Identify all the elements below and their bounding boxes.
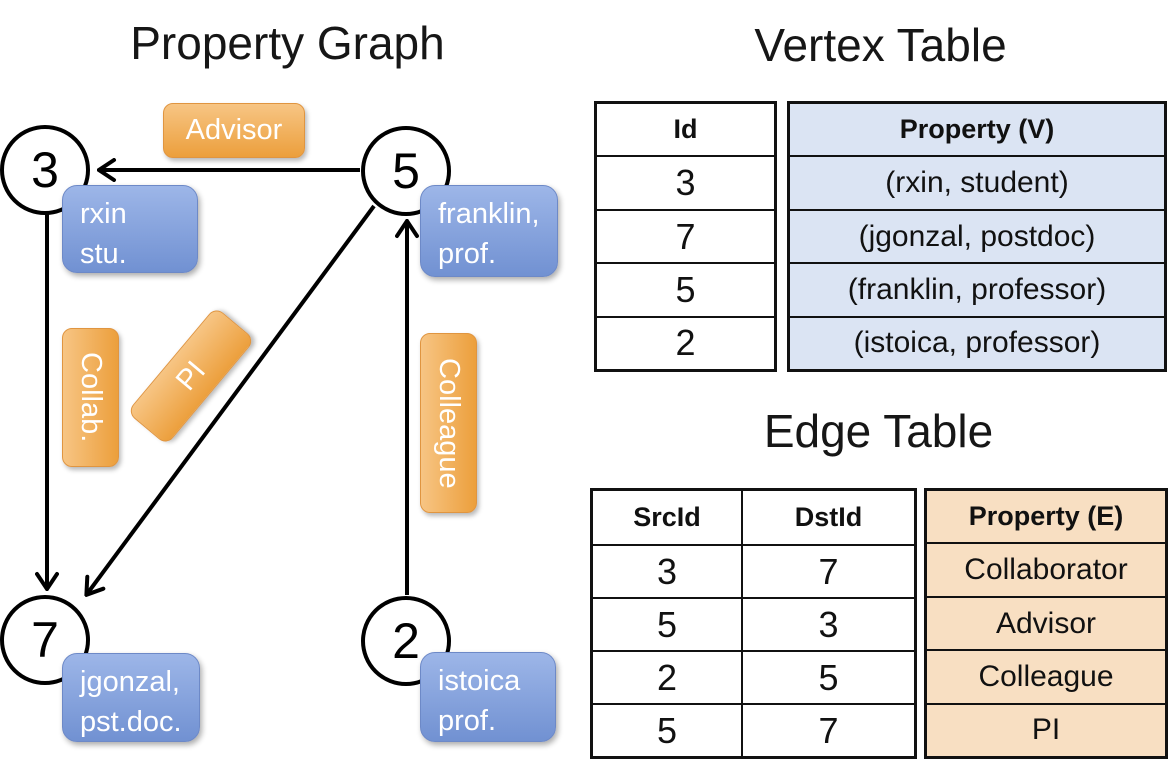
edge-property-cell: Collaborator [927,542,1165,595]
vertex-table-header-id: Id [673,114,698,145]
vertex-table-id-column: Id 3 7 5 2 [594,101,777,372]
node-label-franklin: franklin, prof. [420,185,558,277]
edge-table-id-columns: SrcId DstId 3 7 5 3 2 5 5 7 [590,488,917,759]
edge-table-header-srcid: SrcId [633,502,701,532]
edge-src-cell: 2 [593,650,741,703]
graph-node-5: 5 [361,126,451,216]
graph-edges-layer [0,0,580,760]
edge-property-cell: PI [927,702,1165,756]
node-label-line: prof. [438,238,497,270]
vertex-table-header-property: Property (V) [899,114,1055,145]
node-label-line: franklin, [438,198,540,230]
vertex-table-property-column: Property (V) (rxin, student) (jgonzal, p… [787,101,1167,372]
node-label-istoica: istoica prof. [420,652,556,742]
edge-dst-cell: 3 [741,597,914,650]
edge-property-cell: Advisor [927,595,1165,649]
edge-table-header-property: Property (E) [968,501,1124,532]
edge-pi-line [87,204,376,594]
node-label-line: prof. [438,705,497,737]
node-label-rxin: rxin stu. [62,185,198,273]
vertex-property-cell: (istoica, professor) [790,315,1164,369]
edge-src-cell: 3 [593,544,741,597]
vertex-id-cell: 2 [597,315,774,369]
vertex-property-cell: (rxin, student) [790,155,1164,208]
vertex-id-cell: 7 [597,208,774,262]
edge-label-colleague: Colleague [420,333,477,513]
edge-dst-cell: 7 [741,703,914,756]
vertex-property-cell: (franklin, professor) [790,262,1164,315]
node-label-line: stu. [80,238,127,270]
edge-table-header-dstid: DstId [741,491,914,544]
node-label-line: istoica [438,665,521,697]
edge-label-collab: Collab. [62,328,119,467]
vertex-table-title: Vertex Table [754,19,1007,71]
edge-label-advisor: Advisor [163,103,305,158]
vertex-id-cell: 3 [597,155,774,208]
edge-table-property-column: Property (E) Collaborator Advisor Collea… [924,488,1168,759]
vertex-id-cell: 5 [597,262,774,315]
node-label-line: pst.doc. [80,706,182,738]
edge-table: SrcId DstId 3 7 5 3 2 5 5 7 Property (E)… [590,488,1168,759]
edge-table-title: Edge Table [763,405,994,457]
property-graph-title: Property Graph [130,17,445,69]
edge-src-cell: 5 [593,703,741,756]
edge-dst-cell: 5 [741,650,914,703]
vertex-property-cell: (jgonzal, postdoc) [790,208,1164,262]
edge-dst-cell: 7 [741,544,914,597]
node-label-jgonzal: jgonzal, pst.doc. [62,653,200,742]
graph-node-2: 2 [361,596,451,686]
edge-property-cell: Colleague [927,649,1165,702]
vertex-table: Id 3 7 5 2 Property (V) (rxin, student) … [594,101,1167,372]
edge-src-cell: 5 [593,597,741,650]
node-label-line: rxin [80,198,127,230]
node-label-line: jgonzal, [80,666,180,698]
